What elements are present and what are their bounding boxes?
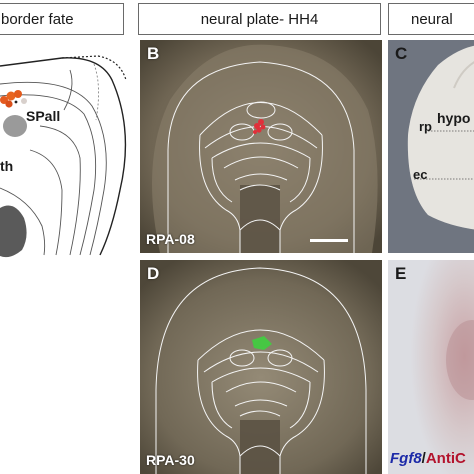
header-neural-plate: neural plate- HH4 [138, 3, 381, 35]
label-hypo: hypo [437, 110, 471, 126]
panel-d-image [140, 260, 382, 474]
red-labeled-cells [253, 119, 266, 134]
fate-map-diagram [0, 55, 127, 258]
caption-separator: / [421, 450, 426, 467]
panel-d-stage: RPA-30 [146, 452, 195, 468]
label-th: th [0, 158, 14, 174]
header-neural: neural [388, 3, 474, 35]
panel-e-image [388, 260, 474, 474]
fate-dot [14, 100, 18, 104]
scale-bar [310, 239, 348, 242]
fate-map-schematic: SPall th [0, 40, 134, 260]
panel-e-micrograph: E Fgf8/AntiC [388, 260, 474, 474]
panel-e-letter: E [395, 264, 407, 283]
label-spall: SPall [26, 108, 61, 124]
panel-b-image [140, 40, 382, 253]
panel-b-micrograph: B RPA-08 [140, 40, 382, 253]
fate-dot [6, 91, 16, 101]
caption-gene: Fgf8 [390, 450, 422, 467]
fate-dot [21, 98, 27, 104]
label-ec: ec [413, 167, 428, 182]
header-border-fate: border fate [0, 3, 124, 35]
header-border-fate-text: border fate [1, 10, 74, 28]
fate-dot [5, 100, 13, 108]
panel-c-micrograph: C hypo rp ec [388, 40, 474, 253]
panel-b-stage: RPA-08 [146, 231, 195, 247]
panel-b-letter: B [147, 44, 160, 63]
panel-c-letter: C [395, 44, 408, 63]
green-labeled-cells [252, 336, 272, 350]
fate-dot [14, 90, 22, 98]
fate-dot [0, 96, 8, 104]
panel-d-micrograph: D RPA-30 [140, 260, 382, 474]
caption-anti: AntiC [425, 450, 466, 467]
header-neural-text: neural [411, 10, 453, 28]
panel-d-letter: D [147, 264, 160, 283]
label-rp: rp [419, 119, 432, 134]
header-neural-plate-text: neural plate- HH4 [200, 10, 319, 28]
panel-c-image [388, 40, 474, 253]
panel-e-caption: Fgf8/AntiC [390, 450, 466, 467]
